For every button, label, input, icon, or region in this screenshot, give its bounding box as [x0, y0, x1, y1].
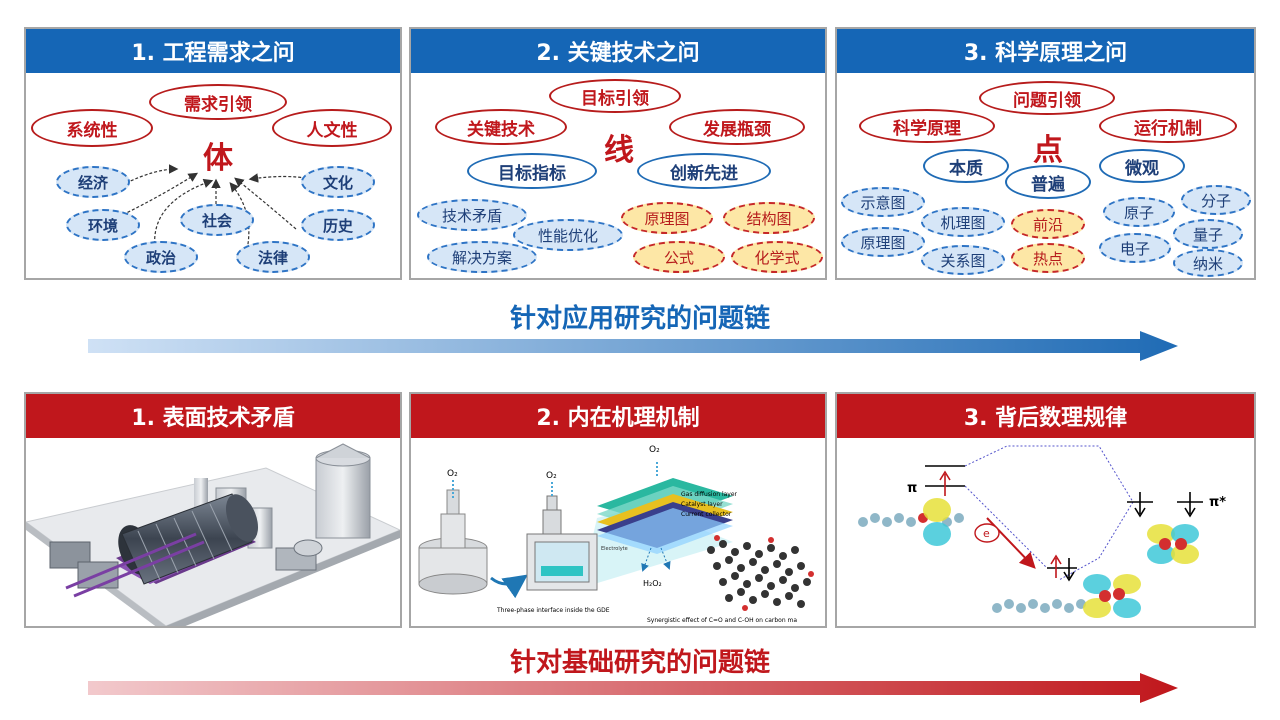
panel-title: 2. 关键技术之问: [411, 29, 825, 73]
oval-universal: 普遍: [1005, 165, 1091, 199]
basic-chain-arrow: [88, 673, 1178, 703]
oval-solution: 解决方案: [427, 241, 537, 273]
oval-essence: 本质: [923, 149, 1009, 183]
collector-label: Current collector: [681, 511, 732, 518]
panel-title: 1. 工程需求之问: [26, 29, 400, 73]
oval-diagram: 示意图: [841, 187, 925, 217]
oval-tech-conflict: 技术矛盾: [417, 199, 527, 231]
oval-schematic: 原理图: [621, 202, 713, 234]
o2-label: O₂: [447, 469, 458, 479]
oval-atom: 原子: [1103, 197, 1175, 227]
h2o2-label: H₂O₂: [643, 579, 662, 588]
industrial-plant-illustration: [26, 443, 400, 626]
oval-goal-index: 目标指标: [467, 153, 597, 189]
oval-formula: 公式: [633, 241, 725, 273]
center-char: 点: [1033, 133, 1063, 168]
oval-economy: 经济: [56, 166, 130, 198]
oval-science-principle: 科学原理: [859, 109, 995, 143]
oval-nano: 纳米: [1173, 249, 1243, 277]
oval-law: 法律: [236, 241, 310, 273]
pi-star-label: π*: [1209, 495, 1226, 510]
oval-chem-formula: 化学式: [731, 241, 823, 273]
applied-research-chain-label: 针对应用研究的问题链: [509, 304, 770, 334]
three-phase-label: Three-phase interface inside the GDE: [496, 607, 610, 614]
basic-research-chain-label: 针对基础研究的问题链: [509, 648, 770, 678]
panel-title: 3. 科学原理之问: [837, 29, 1254, 73]
oval-quantum: 量子: [1173, 219, 1243, 249]
oval-history: 历史: [301, 209, 375, 241]
panel-title: 2. 内在机理机制: [411, 394, 825, 438]
oval-electron: 电子: [1099, 233, 1171, 263]
catalyst-label: Catalyst layer: [681, 501, 723, 508]
oval-environment: 环境: [66, 209, 140, 241]
panel-surface-conflict: 1. 表面技术矛盾: [24, 392, 402, 628]
oval-problem-lead: 问题引领: [979, 81, 1115, 115]
oval-mechanism: 运行机制: [1099, 109, 1237, 143]
oval-bottleneck: 发展瓶颈: [669, 109, 805, 145]
orbital-energy-diagram: π π* e: [858, 445, 1226, 618]
oval-society: 社会: [180, 204, 254, 236]
panel-engineering-demand: 1. 工程需求之问 需求引领 系统性 人文性 体 经济 文化 环境 社会 历史 …: [24, 27, 402, 280]
panel-title: 1. 表面技术矛盾: [26, 394, 400, 438]
oval-frontier: 前沿: [1011, 209, 1085, 239]
electrolyte-label: Electrolyte: [601, 546, 628, 552]
applied-chain-arrow: [88, 331, 1178, 361]
panel-key-technology: 2. 关键技术之问 目标引领 关键技术 发展瓶颈 线 目标指标 创新先进 技术矛…: [409, 27, 827, 280]
panel-math-law: 3. 背后数理规律 π π* e: [835, 392, 1256, 628]
oval-structure: 结构图: [723, 202, 815, 234]
gde-mechanism-diagram: O₂ O₂ Three-phase interface inside the G…: [418, 445, 814, 624]
oval-innovation: 创新先进: [637, 153, 771, 189]
center-char: 体: [203, 141, 233, 176]
oval-politics: 政治: [124, 241, 198, 273]
oval-humanistic: 人文性: [272, 109, 392, 147]
o2-label: O₂: [546, 471, 557, 481]
gdl-label: Gas diffusion layer: [681, 491, 738, 498]
oval-molecule: 分子: [1181, 185, 1251, 215]
panel-science-principle: 3. 科学原理之问 问题引领 科学原理 运行机制 点 本质 普遍 微观 示意图 …: [835, 27, 1256, 280]
electron-label: e: [983, 527, 990, 540]
oval-systematic: 系统性: [31, 109, 153, 147]
oval-culture: 文化: [301, 166, 375, 198]
oval-demand-lead: 需求引领: [149, 84, 287, 120]
oval-key-tech: 关键技术: [435, 109, 567, 145]
oval-performance: 性能优化: [513, 219, 623, 251]
oval-hotspot: 热点: [1011, 243, 1085, 273]
oval-principle-diagram: 原理图: [841, 227, 925, 257]
synergy-label: Synergistic effect of C=O and C-OH on ca…: [647, 617, 797, 624]
panel-internal-mechanism: 2. 内在机理机制 O₂ O₂ Three-phase interface in…: [409, 392, 827, 628]
oval-micro: 微观: [1099, 149, 1185, 183]
oval-relation-diagram: 关系图: [921, 245, 1005, 275]
panel-title: 3. 背后数理规律: [837, 394, 1254, 438]
oval-goal-lead: 目标引领: [549, 79, 681, 113]
pi-label: π: [907, 481, 917, 496]
center-char: 线: [604, 133, 634, 168]
o2-top-label: O₂: [649, 445, 660, 455]
oval-mechanism-diagram: 机理图: [921, 207, 1005, 237]
